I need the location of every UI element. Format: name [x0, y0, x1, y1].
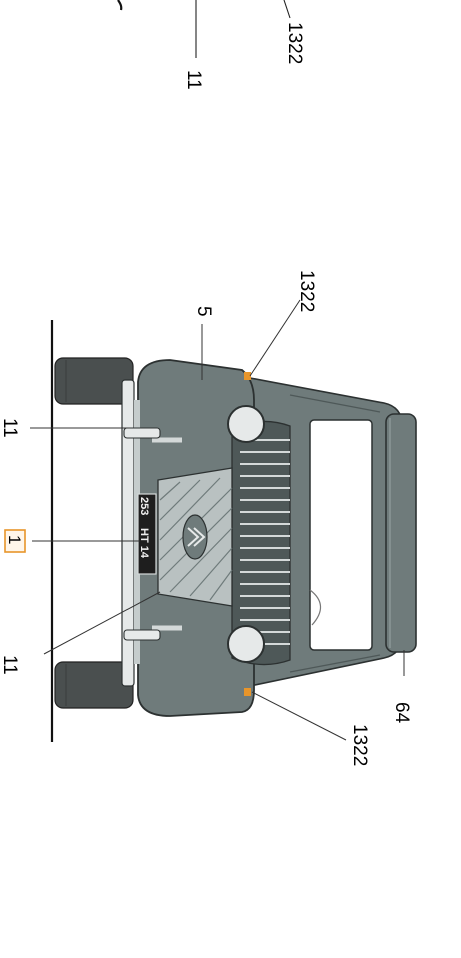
bumper-upright-lower	[123, 629, 161, 641]
tyre-lower	[54, 661, 134, 709]
front-bumper	[121, 379, 161, 687]
callout-label-1: 1	[5, 535, 24, 544]
plate-line-2: HT 14	[138, 528, 150, 559]
callout-label-5: 5	[193, 306, 214, 317]
leader-lines	[30, 299, 405, 741]
number-plate: 253 HT 14	[137, 493, 157, 575]
callout-label-1322-top: 1322	[284, 22, 305, 64]
tyres	[54, 357, 134, 709]
highlight-box-1	[4, 529, 26, 553]
headlight-upper	[227, 405, 265, 443]
callout-label-1322-upper: 1322	[296, 270, 317, 312]
callout-labels: 1322 5 11 1 11 64 1322	[0, 270, 412, 766]
roof-canvas	[385, 413, 417, 653]
bumper-upright-upper	[123, 427, 161, 439]
top-callouts: 1322 11	[117, 0, 305, 90]
callout-label-64: 64	[391, 702, 412, 724]
tyre-upper	[54, 357, 134, 405]
chevron-badge-icon	[182, 514, 208, 560]
grille-hatching	[159, 477, 233, 601]
callout-label-11-left-upper: 11	[0, 418, 20, 438]
windscreen-glass	[309, 419, 373, 651]
plate-line-1: 253	[138, 497, 150, 515]
indicator-upper	[244, 372, 251, 380]
callout-label-1322-lower: 1322	[349, 724, 370, 766]
vehicle-body	[137, 359, 291, 717]
callout-label-11-top: 11	[183, 70, 204, 90]
headlight-lower	[227, 625, 265, 663]
callout-label-11-left-lower: 11	[0, 655, 20, 675]
indicator-lower	[244, 688, 251, 696]
grille-louvres	[240, 439, 290, 645]
